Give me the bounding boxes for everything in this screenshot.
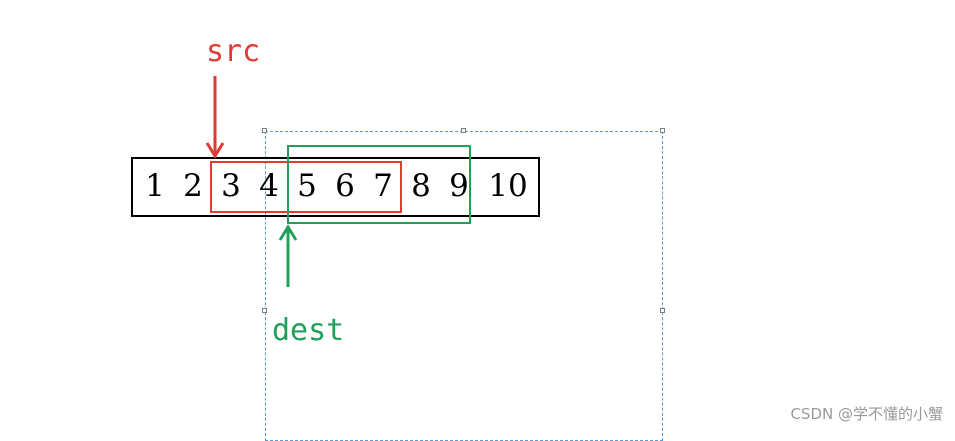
dest-arrow (278, 224, 298, 287)
dest-range-box (287, 145, 471, 224)
resize-handle-middle-right[interactable] (660, 308, 665, 313)
array-cell: 9 (449, 168, 469, 204)
array-cell: 1 (145, 168, 165, 204)
resize-handle-top-left[interactable] (262, 128, 267, 133)
watermark: CSDN @学不懂的小蟹 (790, 405, 943, 423)
src-arrow (205, 76, 225, 159)
dest-label: dest (272, 313, 345, 348)
resize-handle-top-center[interactable] (461, 128, 466, 133)
resize-handle-middle-left[interactable] (262, 308, 267, 313)
array-cell: 3 (221, 168, 241, 204)
array-strip (131, 157, 540, 217)
resize-handle-top-right[interactable] (660, 128, 665, 133)
array-cell: 4 (259, 168, 279, 204)
src-range-box (210, 161, 402, 213)
array-cell: 5 (297, 168, 317, 204)
array-cell: 10 (488, 168, 528, 204)
array-cell: 7 (373, 168, 393, 204)
array-cell: 8 (411, 168, 431, 204)
src-label: src (206, 34, 261, 69)
array-cell: 2 (183, 168, 203, 204)
array-cell: 6 (335, 168, 355, 204)
